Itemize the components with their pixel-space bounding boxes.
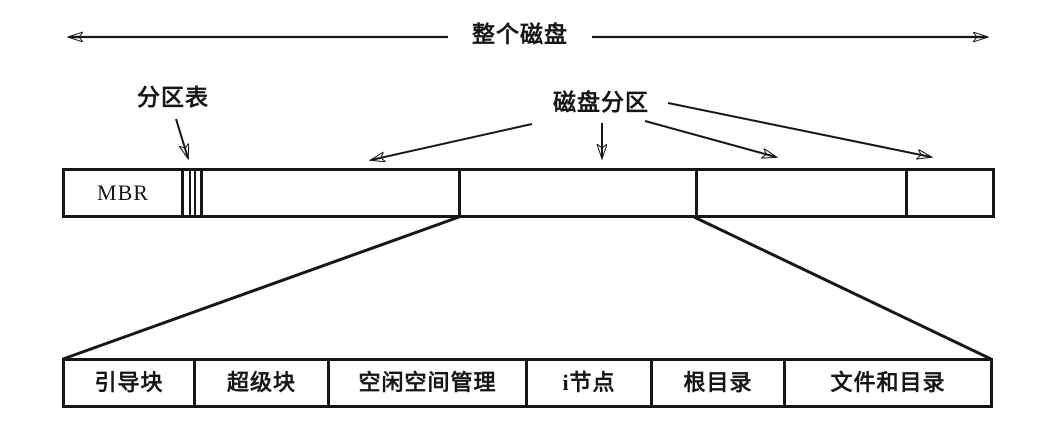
- expand-line-left: [62, 215, 460, 361]
- stripe-line: [194, 171, 196, 215]
- stripe-line: [181, 171, 184, 215]
- mbr-cell: MBR: [97, 180, 149, 205]
- fs-divider-1: [193, 361, 196, 405]
- disk-bar: MBR: [62, 168, 995, 218]
- fs-cell-root-dir: 根目录: [683, 370, 753, 395]
- fs-cell-free-space-mgmt: 空闲空间管理: [358, 370, 497, 395]
- fs-cell-inodes: i节点: [562, 370, 616, 395]
- disk-partition-arrow-3: [644, 120, 776, 157]
- partition-divider-3: [905, 171, 908, 215]
- fs-divider-4: [650, 361, 653, 405]
- disk-partition-arrow-4: [667, 102, 931, 157]
- partition-table-label: 分区表: [137, 85, 209, 110]
- expand-line-right: [693, 215, 992, 361]
- filesystem-bar: 引导块 超级块 空闲空间管理 i节点 根目录 文件和目录: [62, 358, 993, 408]
- stripe-line: [200, 171, 203, 215]
- fs-divider-3: [525, 361, 528, 405]
- partition-divider-2: [695, 171, 698, 215]
- partition-divider-1: [458, 171, 461, 215]
- disk-partition-label: 磁盘分区: [553, 90, 649, 115]
- fs-cell-boot-block: 引导块: [94, 370, 164, 395]
- stripe-line: [189, 171, 191, 215]
- disk-partition-arrow-1: [371, 123, 533, 160]
- fs-cell-superblock: 超级块: [226, 370, 296, 395]
- whole-disk-label: 整个磁盘: [448, 22, 592, 48]
- fs-divider-2: [327, 361, 330, 405]
- fs-cell-files-and-dirs: 文件和目录: [830, 370, 946, 395]
- partition-table-arrow: [175, 118, 188, 158]
- fs-divider-5: [783, 361, 786, 405]
